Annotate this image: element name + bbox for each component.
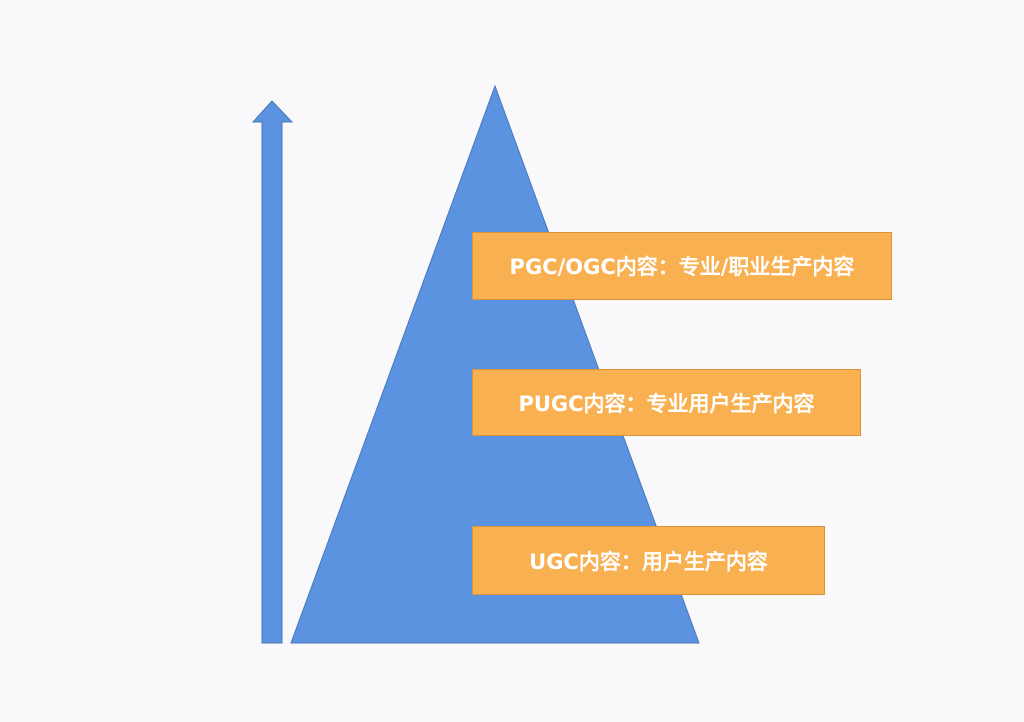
level-bottom-label: UGC内容：用户生产内容 bbox=[529, 549, 768, 574]
level-bottom-label-box: UGC内容：用户生产内容 bbox=[472, 526, 825, 595]
level-middle-label-box: PUGC内容：专业用户生产内容 bbox=[472, 369, 861, 436]
pyramid-triangle bbox=[290, 84, 700, 644]
level-top-label-box: PGC/OGC内容：专业/职业生产内容 bbox=[472, 232, 892, 300]
level-top-label: PGC/OGC内容：专业/职业生产内容 bbox=[509, 255, 855, 279]
level-middle-label: PUGC内容：专业用户生产内容 bbox=[518, 391, 815, 416]
up-arrow-icon bbox=[251, 100, 294, 644]
